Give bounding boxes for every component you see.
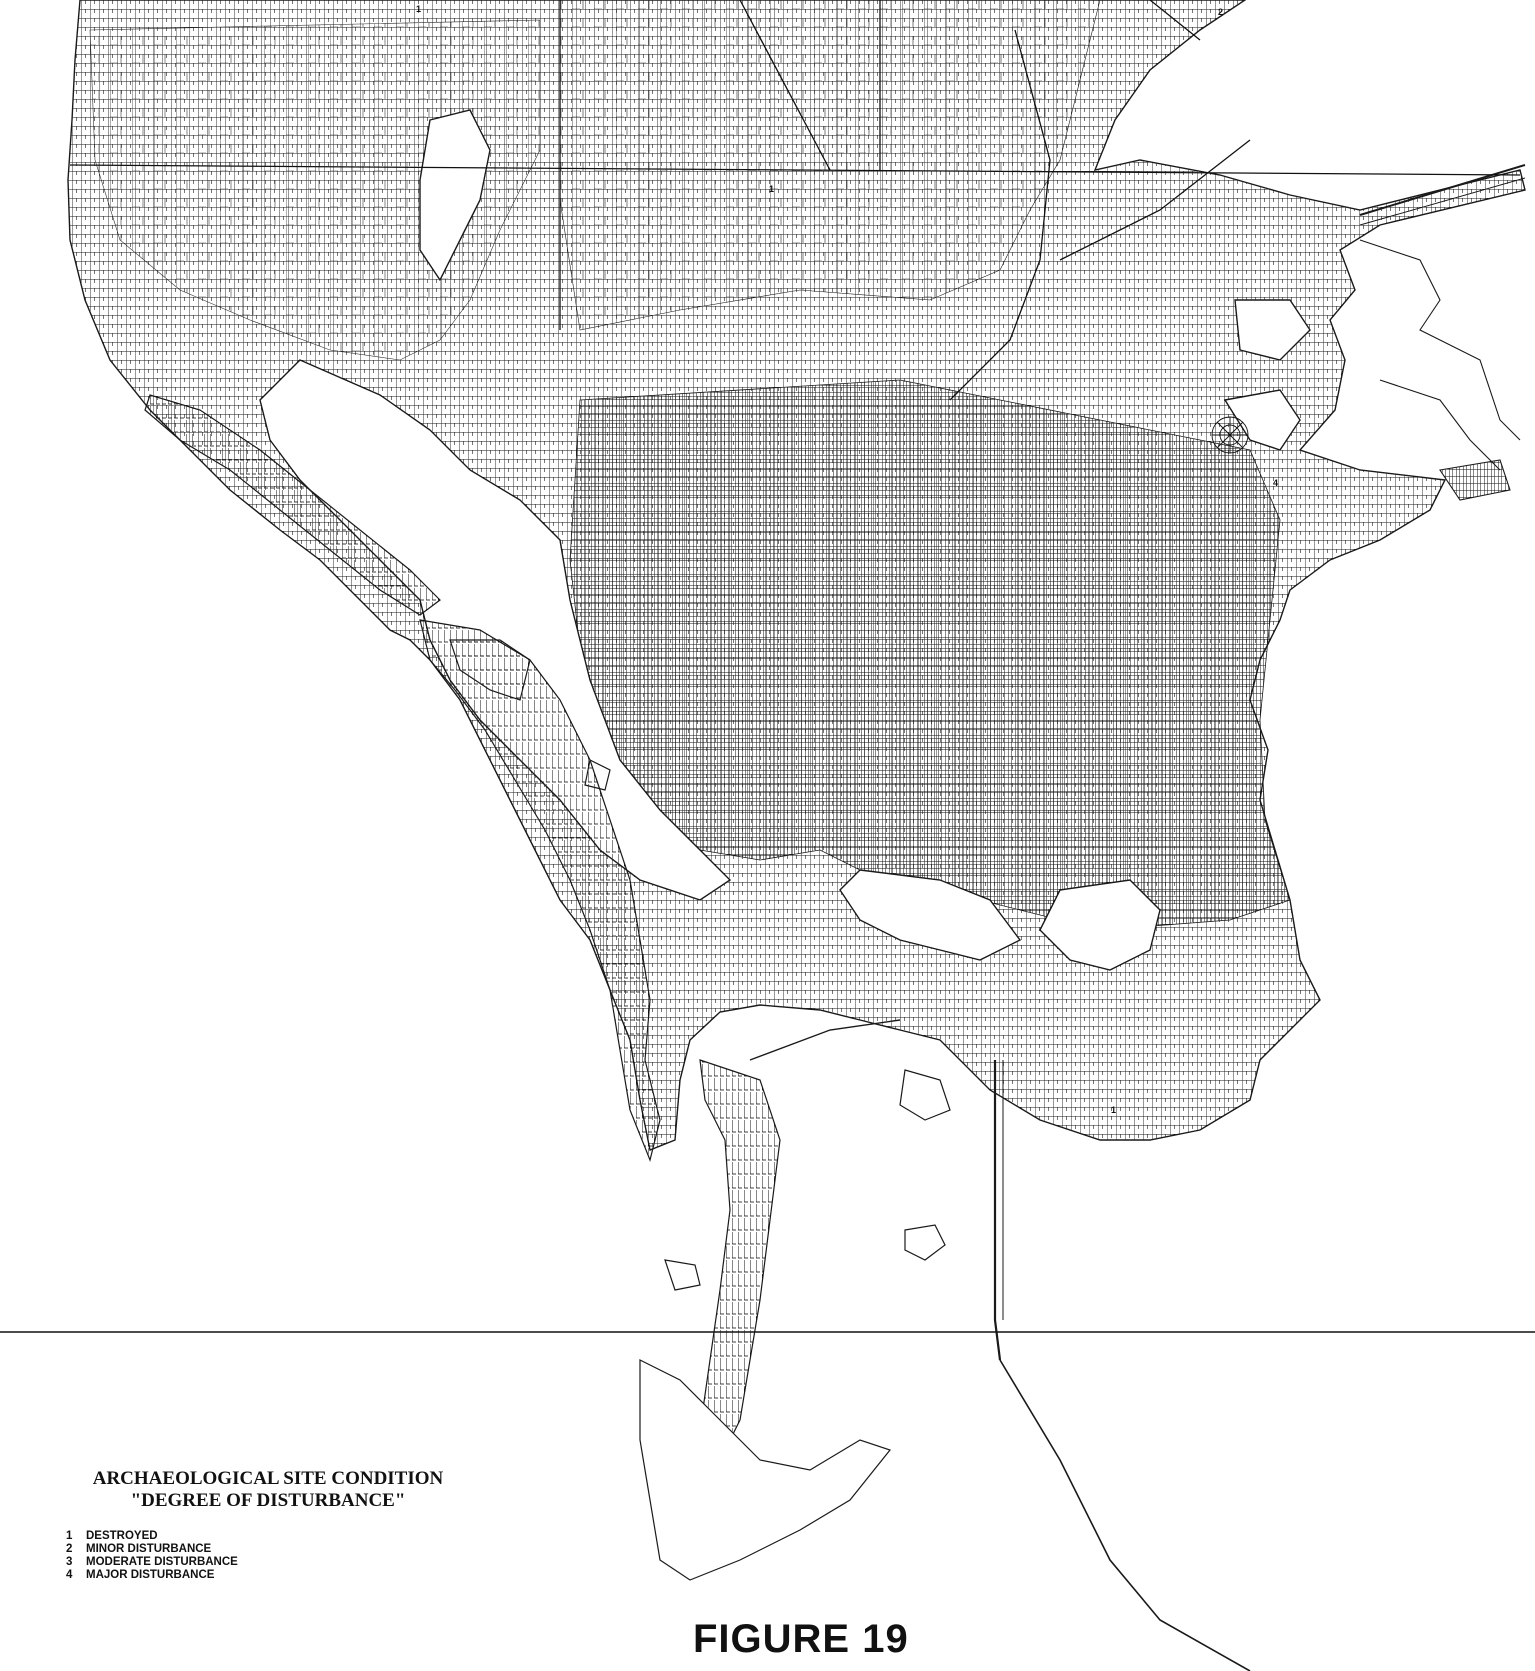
barrier-islands: [144, 394, 781, 1462]
north-lake-2: [1234, 299, 1311, 361]
legend-item: 4 MAJOR DISTURBANCE: [66, 1569, 478, 1582]
south-lake: [1039, 879, 1161, 971]
water-bodies: [259, 109, 1311, 971]
legend-item: 3 MODERATE DISTURBANCE: [66, 1556, 478, 1569]
major-roads: [69, 0, 1521, 401]
legend-item: 1 DESTROYED: [66, 1530, 478, 1543]
east-inlet: [1223, 389, 1301, 451]
legend-item-number: 3: [66, 1556, 73, 1568]
legend-item-label: DESTROYED: [86, 1530, 158, 1542]
legend-item-label: MAJOR DISTURBANCE: [86, 1569, 215, 1581]
northwest-area: [89, 19, 541, 361]
site-marker: 1: [416, 4, 422, 14]
legend-list: 1 DESTROYED 2 MINOR DISTURBANCE 3 MODERATE …: [58, 1530, 478, 1582]
south-key: [639, 1359, 892, 1581]
legend-item: 2 MINOR DISTURBANCE: [66, 1543, 478, 1556]
north-lake-1: [419, 109, 491, 282]
causeway: [749, 164, 1526, 1671]
legend-item-label: MINOR DISTURBANCE: [86, 1543, 212, 1555]
legend-title: ARCHAEOLOGICAL SITE CONDITION: [92, 1468, 444, 1489]
north-sparse-area: [559, 0, 1101, 331]
site-marker: 2: [1218, 7, 1224, 17]
radial-street-pattern: [1211, 416, 1249, 454]
figure-label: FIGURE 19: [693, 1617, 909, 1661]
site-marker: 1: [1111, 1105, 1117, 1115]
legend-item-number: 4: [66, 1569, 73, 1581]
legend-subtitle: "DEGREE OF DISTURBANCE": [130, 1490, 406, 1511]
site-marker: 4: [1273, 478, 1279, 488]
map-legend: ARCHAEOLOGICAL SITE CONDITION "DEGREE OF…: [58, 1468, 478, 1582]
south-bay: [839, 869, 1022, 961]
legend-item-number: 1: [66, 1530, 73, 1542]
legend-item-label: MODERATE DISTURBANCE: [86, 1556, 238, 1568]
south-islands: [584, 759, 951, 1581]
legend-item-number: 2: [66, 1543, 73, 1555]
east-coast-inlets: [1359, 239, 1521, 501]
site-marker: 1: [769, 184, 775, 194]
peninsula: [67, 0, 1526, 1151]
